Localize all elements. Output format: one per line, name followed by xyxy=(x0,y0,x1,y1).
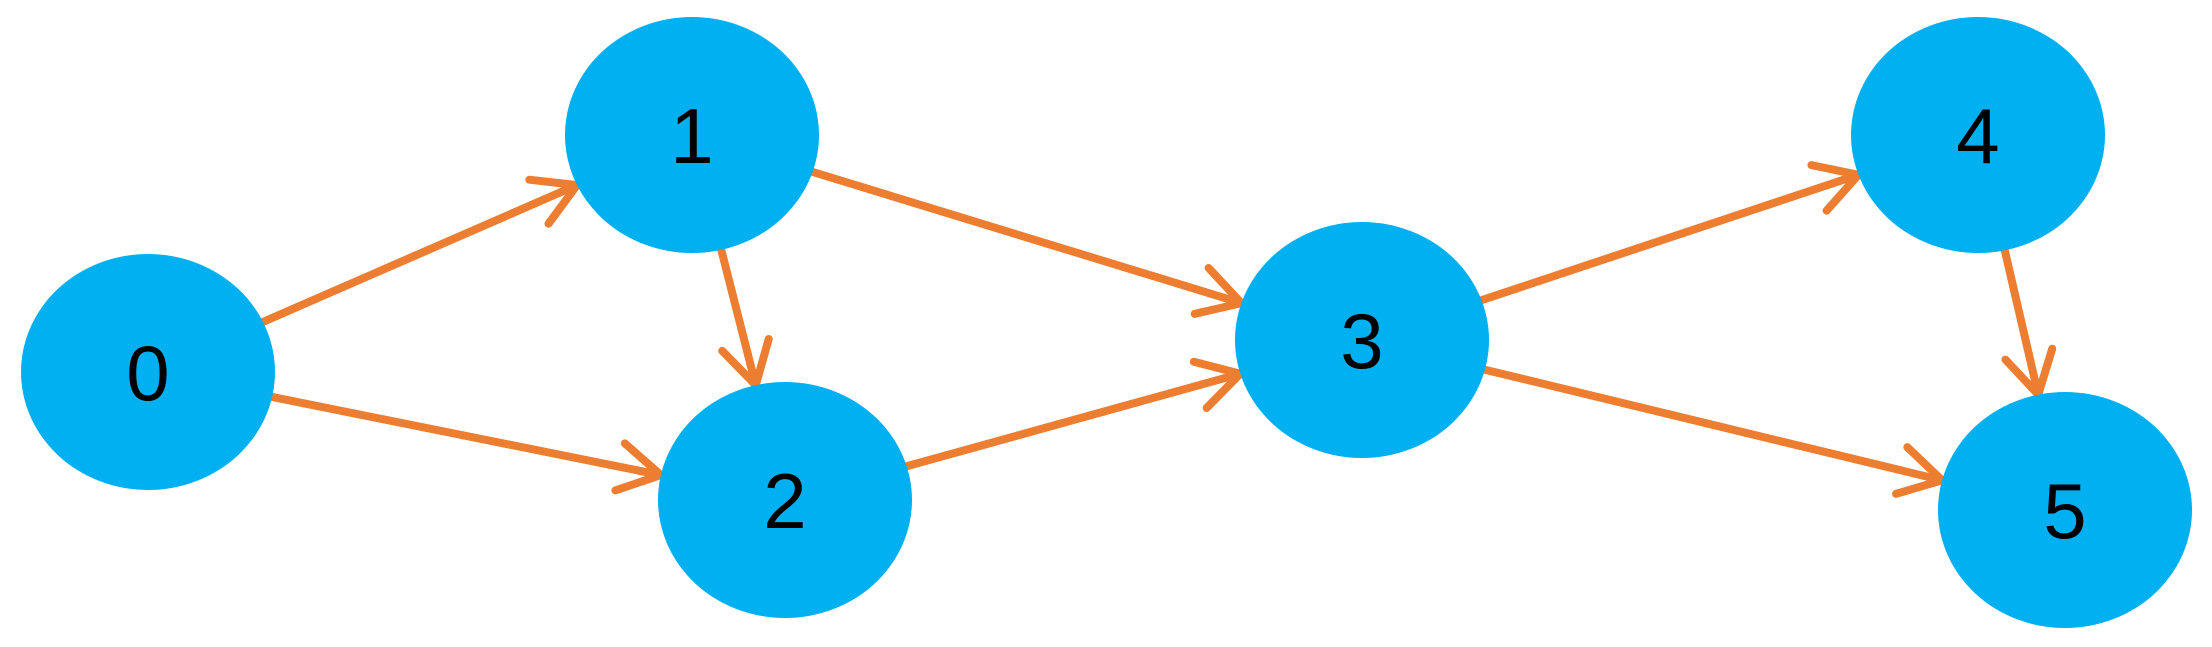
node-3: 3 xyxy=(1235,222,1489,458)
node-label: 0 xyxy=(126,329,169,417)
edge-2-to-3 xyxy=(902,357,1245,471)
edge-0-to-1 xyxy=(258,175,582,326)
node-label: 5 xyxy=(2043,467,2086,555)
node-circle xyxy=(1938,392,2192,628)
edge-line xyxy=(717,245,759,386)
node-label: 2 xyxy=(763,457,806,545)
edges-layer xyxy=(258,161,2057,498)
node-4: 4 xyxy=(1851,17,2105,253)
edge-line xyxy=(268,392,661,479)
edge-0-to-2 xyxy=(268,392,665,495)
edge-line xyxy=(258,182,578,326)
node-circle xyxy=(1235,222,1489,458)
node-0: 0 xyxy=(21,254,275,490)
edge-4-to-5 xyxy=(2000,246,2057,399)
arrowhead-icon xyxy=(1189,357,1245,412)
edge-3-to-5 xyxy=(1480,365,1947,498)
node-label: 3 xyxy=(1340,297,1383,385)
node-5: 5 xyxy=(1938,392,2192,628)
node-circle xyxy=(1851,17,2105,253)
node-circle xyxy=(658,382,912,618)
edge-line xyxy=(808,167,1242,306)
arrowhead-icon xyxy=(1807,161,1863,215)
edge-line xyxy=(1477,172,1859,305)
node-label: 1 xyxy=(670,92,713,180)
edge-line xyxy=(1480,365,1943,484)
node-circle xyxy=(565,17,819,253)
node-1: 1 xyxy=(565,17,819,253)
edge-line xyxy=(2000,246,2042,395)
nodes-layer: 0 1 2 3 4 5 xyxy=(21,17,2192,628)
edge-3-to-4 xyxy=(1477,161,1863,305)
edge-1-to-2 xyxy=(717,245,773,390)
edge-1-to-3 xyxy=(808,167,1246,318)
node-circle xyxy=(21,254,275,490)
node-2: 2 xyxy=(658,382,912,618)
edge-line xyxy=(902,370,1241,471)
node-label: 4 xyxy=(1956,92,1999,180)
